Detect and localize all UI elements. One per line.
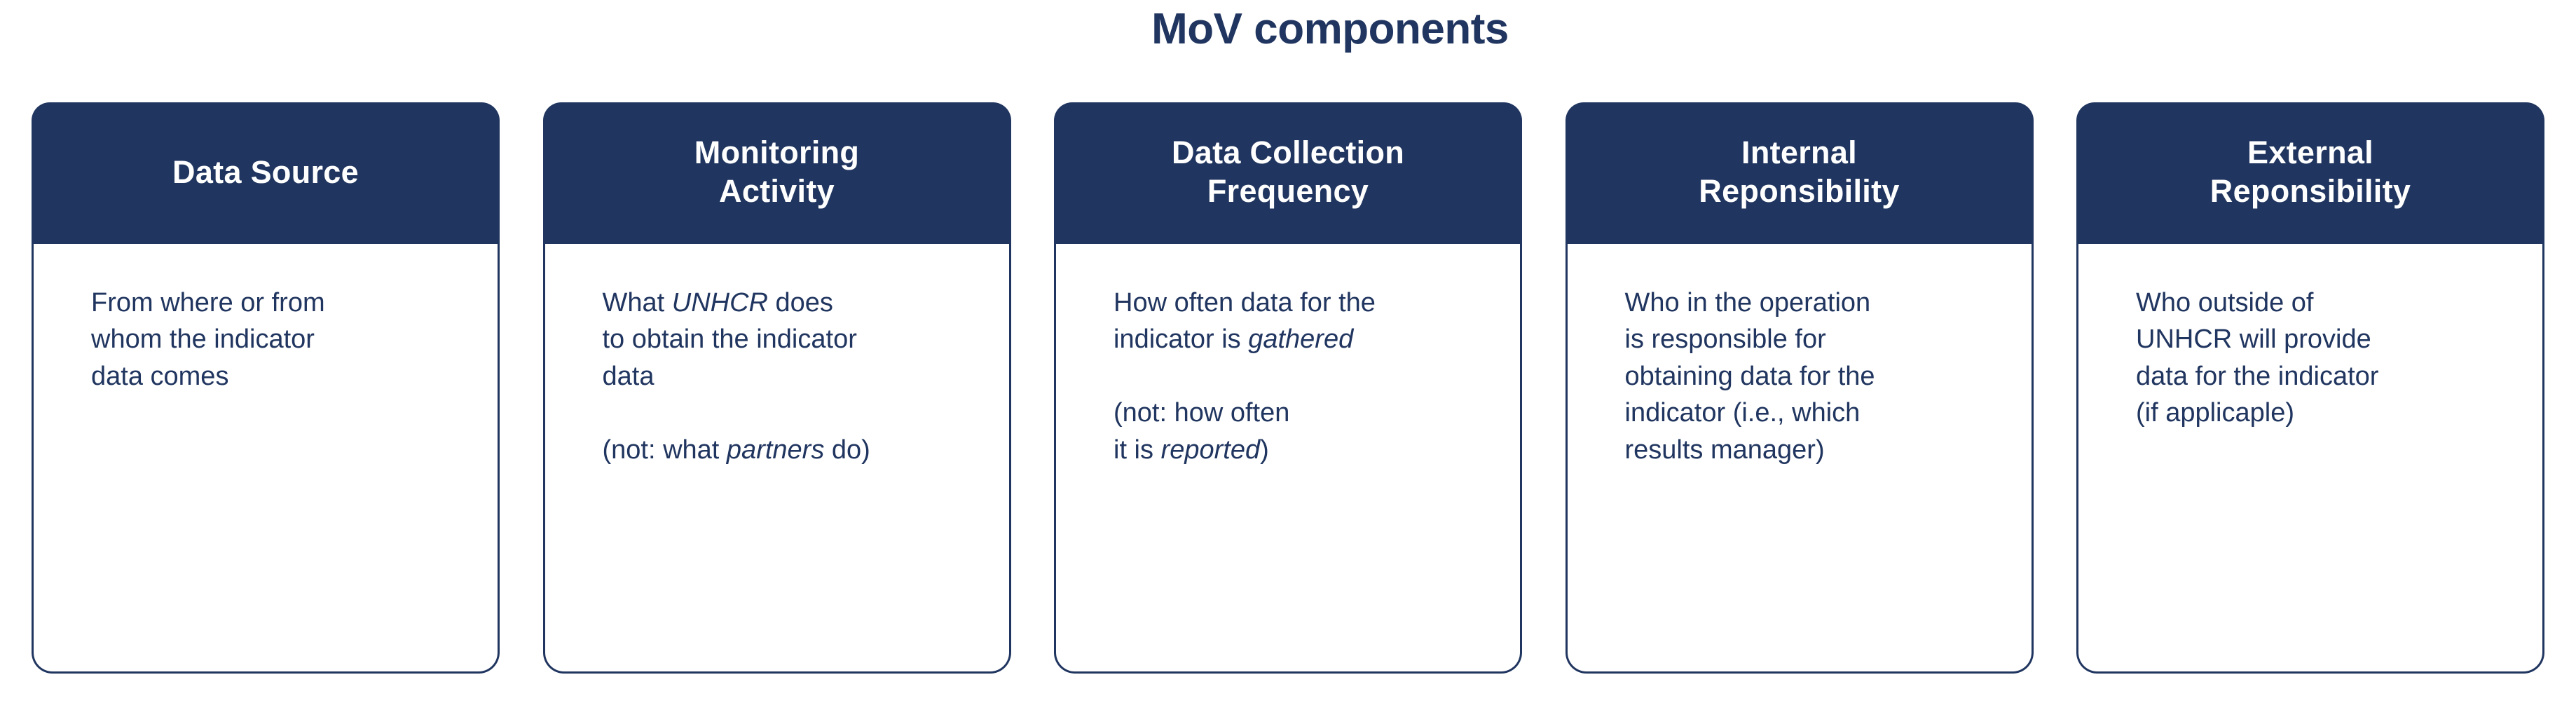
card-data-source: Data Source From where or from whom the … — [32, 102, 500, 674]
card-body-data-collection-frequency: How often data for the indicator is gath… — [1054, 243, 1522, 674]
card-body-external-responsibility: Who outside of UNHCR will provide data f… — [2076, 243, 2544, 674]
card-header-label: Data Collection Frequency — [1171, 135, 1405, 209]
card-body-text: What UNHCR does to obtain the indicator … — [602, 288, 870, 465]
card-header-data-source: Data Source — [32, 102, 500, 243]
card-header-monitoring-activity: Monitoring Activity — [542, 102, 1011, 243]
card-header-label: Internal Reponsibility — [1699, 135, 1900, 209]
card-body-data-source: From where or from whom the indicator da… — [32, 243, 500, 674]
page-title-text: MoV components — [1151, 5, 1509, 53]
page-title: MoV components — [0, 4, 2576, 54]
card-header-label: External Reponsibility — [2210, 135, 2411, 209]
card-data-collection-frequency: Data Collection Frequency How often data… — [1054, 102, 1522, 674]
card-body-text: From where or from whom the indicator da… — [91, 288, 325, 391]
card-body-text: How often data for the indicator is gath… — [1114, 288, 1376, 465]
card-body-internal-responsibility: Who in the operation is responsible for … — [1565, 243, 2034, 674]
card-body-text: Who outside of UNHCR will provide data f… — [2136, 288, 2379, 428]
card-header-data-collection-frequency: Data Collection Frequency — [1054, 102, 1522, 243]
card-header-label: Monitoring Activity — [694, 135, 860, 209]
card-header-external-responsibility: External Reponsibility — [2076, 102, 2544, 243]
card-header-internal-responsibility: Internal Reponsibility — [1565, 102, 2034, 243]
mov-components-card-row: Data Source From where or from whom the … — [32, 102, 2544, 674]
card-external-responsibility: External Reponsibility Who outside of UN… — [2076, 102, 2544, 674]
card-header-label: Data Source — [172, 153, 359, 190]
card-body-text: Who in the operation is responsible for … — [1624, 288, 1875, 465]
card-body-monitoring-activity: What UNHCR does to obtain the indicator … — [542, 243, 1011, 674]
card-internal-responsibility: Internal Reponsibility Who in the operat… — [1565, 102, 2034, 674]
card-monitoring-activity: Monitoring Activity What UNHCR does to o… — [542, 102, 1011, 674]
